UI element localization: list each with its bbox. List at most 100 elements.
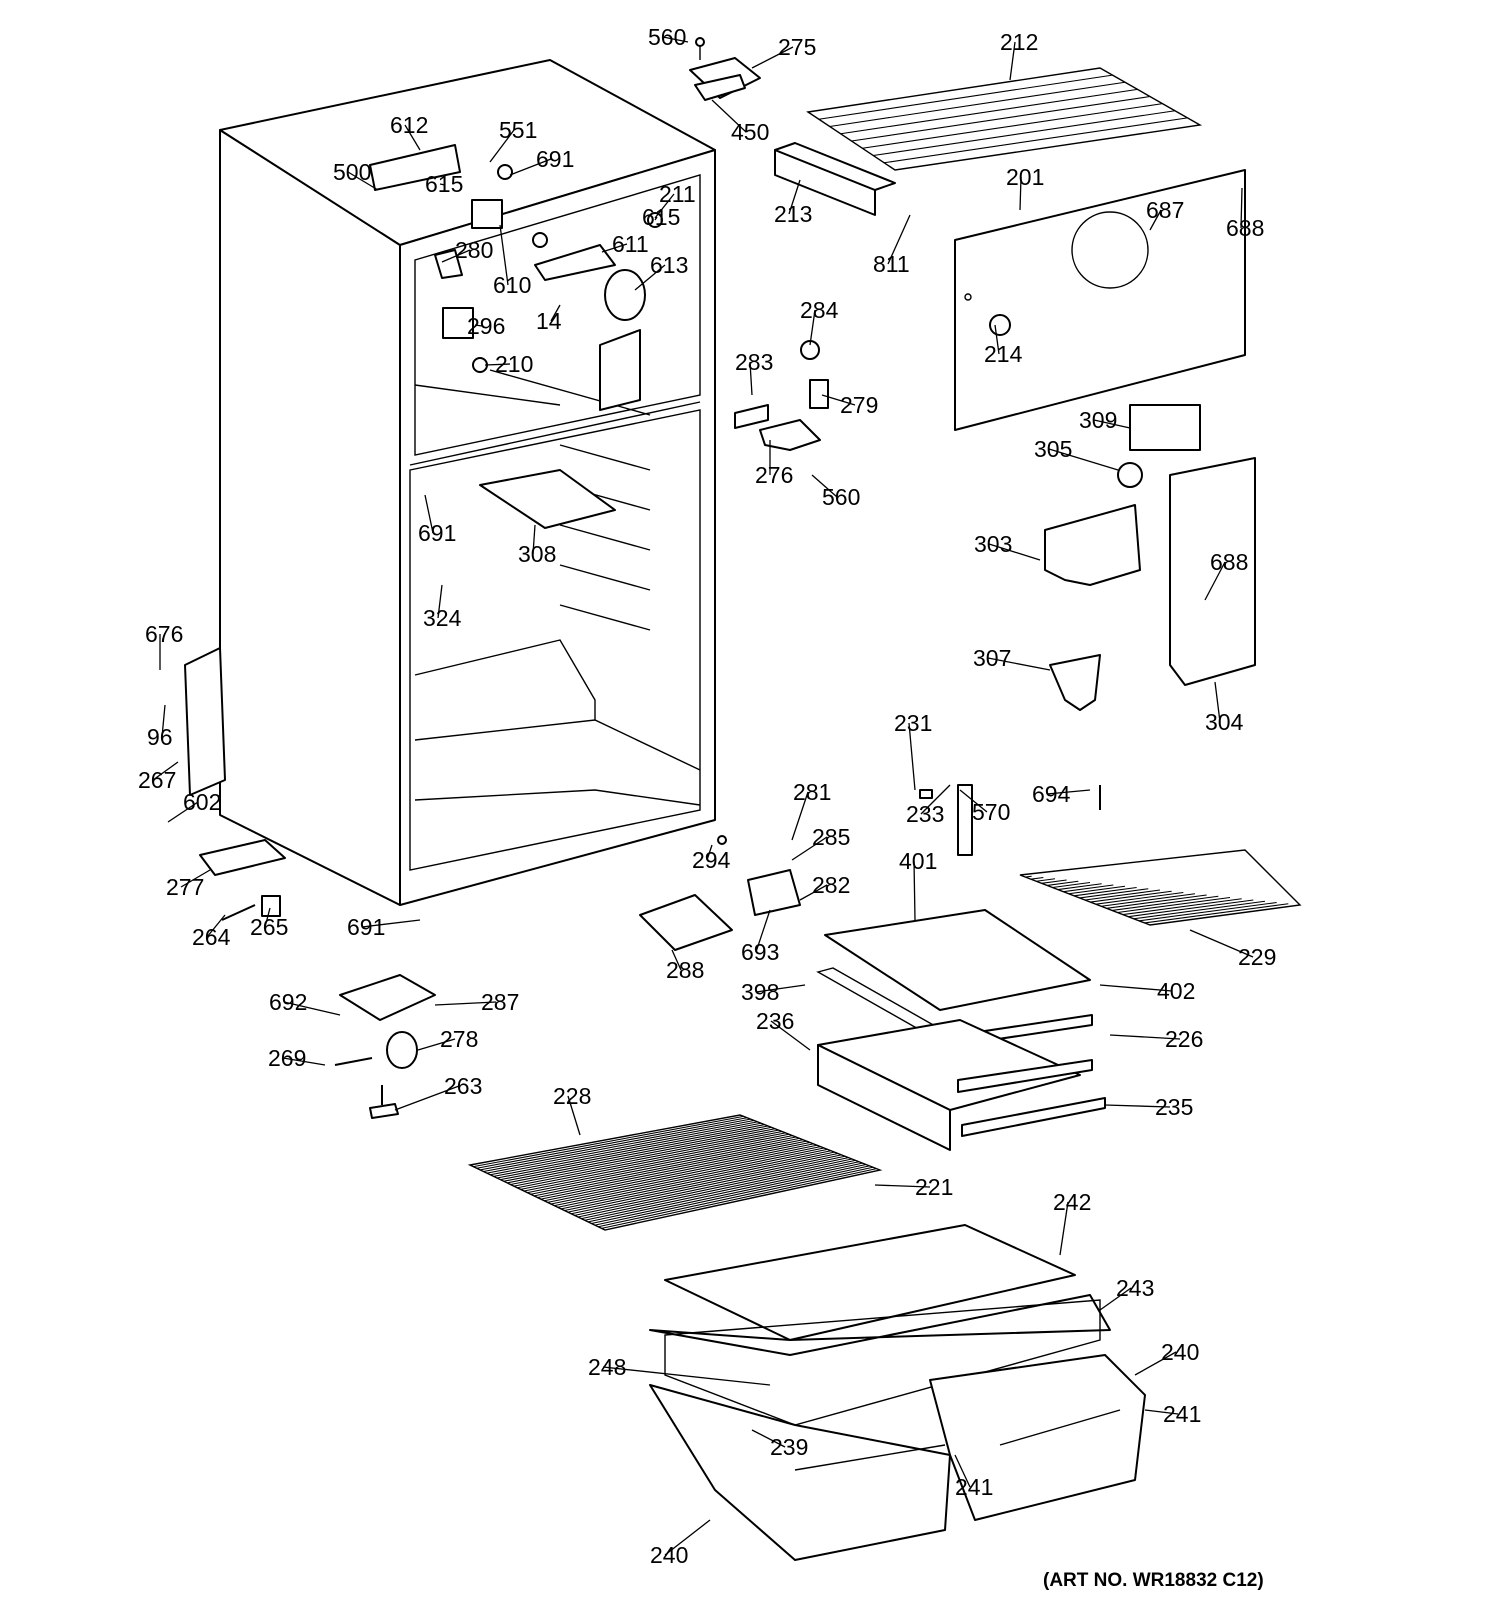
shelf-wire <box>851 95 1151 142</box>
shelf-wire <box>598 1166 874 1228</box>
callout-label: 615 <box>642 204 680 230</box>
shelf-wire <box>591 1163 867 1225</box>
leader-line <box>424 494 434 534</box>
wire-shelf-229 <box>1019 849 1302 926</box>
callout-label: 269 <box>268 1045 306 1071</box>
shelf-wire <box>1052 881 1091 889</box>
freezer-shelf-212 <box>806 67 1203 171</box>
shelf-wire <box>544 1144 818 1202</box>
callout-label: 241 <box>955 1474 993 1500</box>
shelf-wire <box>1128 899 1254 918</box>
top-hinge <box>689 37 761 101</box>
leader-line <box>206 914 226 938</box>
callout-label: 694 <box>1032 781 1071 807</box>
callout-label: 693 <box>741 939 779 965</box>
callout-label: 611 <box>612 231 649 257</box>
callout-label: 691 <box>536 146 574 172</box>
leader-line <box>1104 1104 1171 1108</box>
leader-line <box>152 761 179 781</box>
shelf-wire <box>1106 894 1207 909</box>
shelf-wire <box>1025 875 1032 878</box>
callout-label: 308 <box>518 541 556 567</box>
leader-line <box>954 1454 971 1488</box>
leader-line <box>634 264 666 291</box>
callout-label: 278 <box>440 1026 478 1052</box>
shelf-wire <box>540 1143 814 1200</box>
control-parts <box>734 340 1256 711</box>
shelf-wire <box>503 1128 776 1182</box>
shelf-wire <box>1036 878 1056 882</box>
leader-line <box>788 179 801 215</box>
leader-line <box>602 1366 771 1386</box>
shelf-wire <box>1117 896 1231 914</box>
leader-line <box>601 243 628 253</box>
leader-line <box>437 584 443 619</box>
evaporator-fan-parts <box>369 144 663 373</box>
shelf-wire <box>537 1141 811 1199</box>
leader-line <box>711 99 747 133</box>
crisper-cover-242 <box>664 1224 1076 1341</box>
callout-label: 309 <box>1079 407 1117 433</box>
callout-label: 450 <box>731 119 769 145</box>
callout-label: 221 <box>915 1174 953 1200</box>
air-duct-cover-201 <box>954 169 1246 431</box>
shelf-wire <box>486 1121 758 1174</box>
callout-label: 239 <box>770 1434 808 1460</box>
callout-label: 401 <box>899 848 937 874</box>
callout-label: 248 <box>588 1354 626 1380</box>
callout-label: 296 <box>467 313 505 339</box>
ice-tray-213 <box>774 142 896 216</box>
shelf-wire <box>554 1148 828 1207</box>
callout-label: 229 <box>1238 944 1276 970</box>
leader-line <box>959 789 988 813</box>
callout-label: 811 <box>873 251 910 277</box>
wire-shelf-228 <box>467 1114 883 1231</box>
leader-line <box>791 791 809 841</box>
leader-line <box>755 984 806 993</box>
callout-label: 213 <box>774 201 812 227</box>
leader-line <box>809 309 816 346</box>
callout-label: 264 <box>192 924 231 950</box>
shelf-wire <box>493 1124 765 1177</box>
shelf-wire <box>873 110 1176 157</box>
callout-label: 276 <box>755 462 793 488</box>
callout-label: 615 <box>425 171 463 197</box>
leader-line <box>770 1020 811 1051</box>
shelf-wire <box>550 1147 825 1205</box>
leader-line <box>988 543 1041 561</box>
callout-label: 304 <box>1205 709 1244 735</box>
shelf-wire <box>507 1129 779 1184</box>
leader-line <box>987 657 1051 671</box>
callout-label: 688 <box>1226 215 1264 241</box>
shelf-wire <box>862 103 1163 149</box>
leader-line <box>1093 419 1131 429</box>
shelf-wire <box>1084 889 1161 901</box>
callout-label: 307 <box>973 645 1011 671</box>
shelf-wire <box>1074 886 1137 897</box>
callout-label: 691 <box>418 520 456 546</box>
shelf-wire <box>1095 891 1184 905</box>
crisper-drawer-right <box>929 1354 1146 1521</box>
shelf-wire <box>1063 884 1114 893</box>
leader-line <box>1144 1409 1179 1415</box>
callout-label: 282 <box>812 872 850 898</box>
callout-label: 402 <box>1157 978 1195 1004</box>
leader-line <box>509 158 552 176</box>
callout-label: 692 <box>269 989 307 1015</box>
leader-line <box>474 324 483 327</box>
shelf-wire <box>574 1157 849 1216</box>
callout-label: 294 <box>692 847 731 873</box>
leader-line <box>1134 1351 1177 1376</box>
callout-label: 285 <box>812 824 850 850</box>
callout-label: 96 <box>147 724 173 750</box>
leader-line <box>920 784 951 815</box>
leader-line <box>1214 681 1221 723</box>
leader-line <box>1149 209 1162 231</box>
callout-label: 228 <box>553 1083 591 1109</box>
center-hardware <box>639 784 1101 951</box>
leader-line <box>654 193 675 219</box>
callout-label: 324 <box>423 605 462 631</box>
leader-line <box>484 363 511 366</box>
leader-line <box>347 171 379 191</box>
callout-label: 212 <box>1000 29 1038 55</box>
